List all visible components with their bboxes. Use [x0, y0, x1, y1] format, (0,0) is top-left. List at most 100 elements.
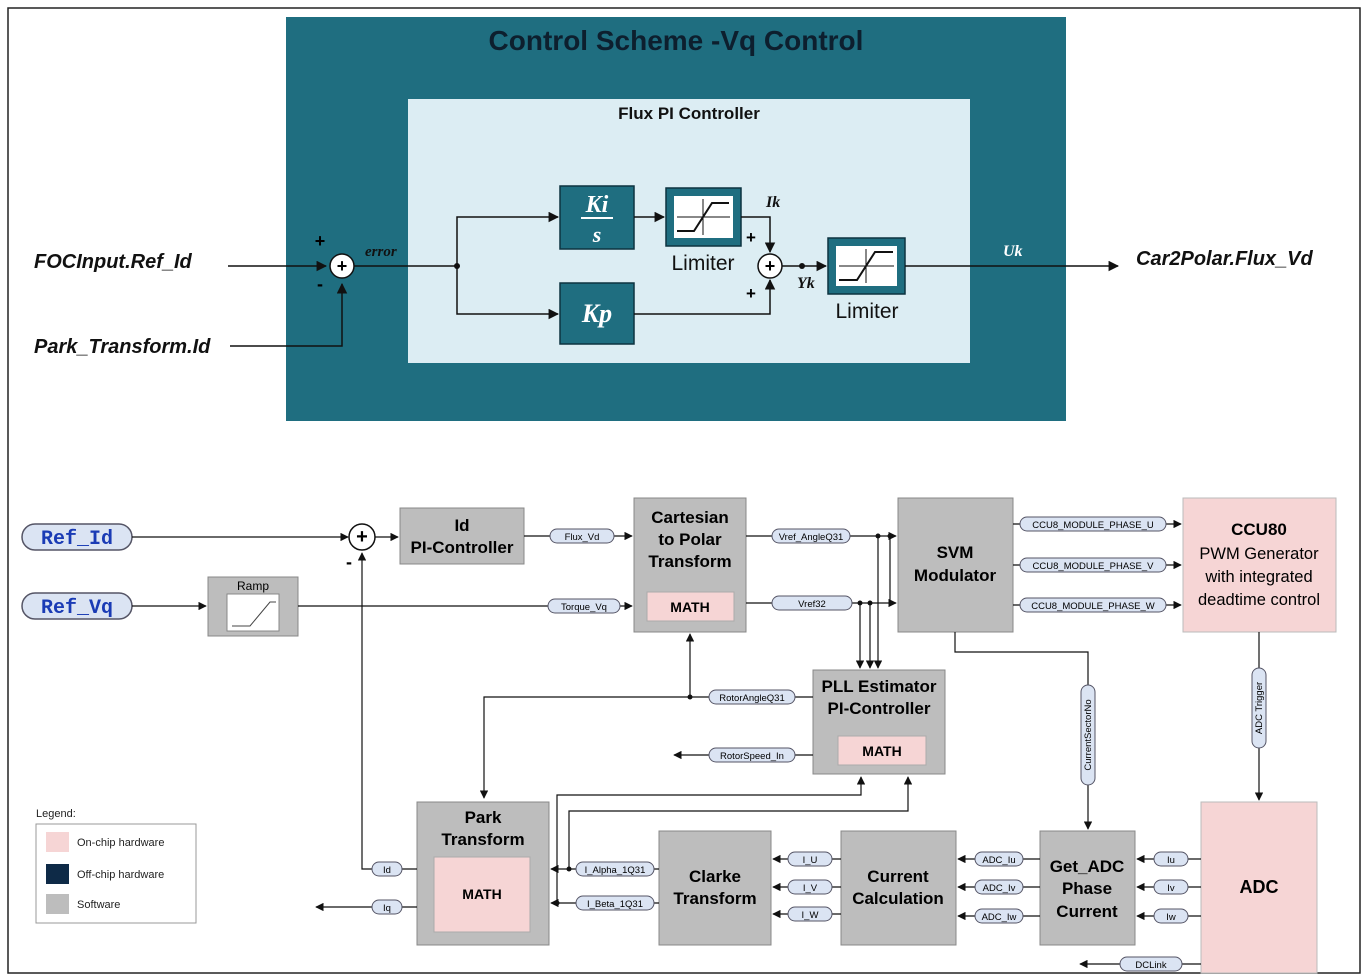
pll-math-label: MATH [862, 743, 901, 759]
wire-kp-to-sum [634, 278, 776, 315]
tag-ibeta-label: I_Beta_1Q31 [587, 899, 643, 910]
limiter-1-icon [677, 202, 729, 232]
id-pi-line2: PI-Controller [411, 538, 514, 557]
legend-title: Legend: [36, 808, 76, 820]
tag-torque-vq [547, 598, 621, 614]
park-line2: Transform [441, 830, 524, 849]
tag-ibeta [575, 895, 655, 911]
adc-block [1200, 801, 1318, 974]
wire-current-sector [954, 632, 1093, 830]
tag-iu-label: Iu [1167, 855, 1175, 866]
get-adc-line3: Current [1056, 902, 1118, 921]
tag-dclink [1119, 956, 1183, 972]
ccu80-block [1182, 497, 1337, 633]
legend-swatch-onchip [46, 832, 69, 852]
ramp-icon [232, 601, 276, 627]
current-calc-block [840, 830, 957, 946]
input-ref-label: FOCInput.Ref_Id [34, 251, 193, 273]
cart2polar-line3: Transform [648, 552, 731, 571]
wire-ialpha-to-pll [568, 776, 913, 869]
limiter-1-label: Limiter [671, 252, 734, 275]
tag-vref-angle [771, 528, 851, 544]
get-adc-block [1039, 830, 1136, 946]
wire-limiter-to-sum [741, 216, 776, 254]
limiter-2-icon [839, 251, 893, 281]
tag-dclink-label: DCLink [1135, 960, 1166, 971]
park-line1: Park [465, 808, 502, 827]
wire-ibeta-to-pll [556, 776, 866, 903]
cart2polar-math [646, 591, 735, 622]
tag-current-sector-label: CurrentSectorNo [1083, 699, 1094, 770]
tag-rotor-angle-label: RotorAngleQ31 [719, 693, 784, 704]
sum-node-id-minus: - [346, 552, 352, 572]
pll-line1: PLL Estimator [822, 677, 937, 696]
tag-flux-vd [549, 528, 615, 544]
clarke-line2: Transform [673, 889, 756, 908]
ccu80-line3: with integrated [1204, 568, 1312, 586]
tag-iw-label: Iw [1166, 912, 1176, 923]
junction-yk [799, 263, 805, 269]
ref-vq-label: Ref_Vq [41, 597, 113, 620]
tag-ialpha-label: I_Alpha_1Q31 [585, 865, 646, 876]
tag-iv [1153, 879, 1189, 895]
tag-phase-u [1019, 516, 1167, 532]
tag-phase-w-label: CCU8_MODULE_PHASE_W [1031, 601, 1155, 612]
limiter-2-label: Limiter [835, 300, 898, 323]
sum-node-1-plus-sign: + [315, 231, 326, 251]
legend-swatch-offchip [46, 864, 69, 884]
junction-ibeta [554, 900, 560, 906]
current-calc-line1: Current [867, 867, 929, 886]
tag-iq [371, 899, 403, 915]
tag-adc-trigger-label: ADC Trigger [1254, 682, 1265, 734]
tag-current-sector [1080, 684, 1096, 786]
output-label: Car2Polar.Flux_Vd [1136, 248, 1314, 270]
adc-label: ADC [1240, 877, 1279, 897]
tag-rotor-speed [708, 747, 796, 763]
kp-label: Kp [581, 299, 612, 328]
tag-adc-iu-label: ADC_Iu [982, 855, 1015, 866]
tag-vref32 [771, 595, 853, 611]
sum-node-2-plus: + [765, 256, 776, 276]
ramp-icon-bg [226, 593, 280, 632]
sum-node-1-minus-sign: - [317, 274, 323, 294]
park-math [433, 856, 531, 933]
cart2polar-line2: to Polar [658, 530, 722, 549]
wire-to-kp [456, 266, 560, 320]
tag-phase-v [1019, 557, 1167, 573]
error-label: error [365, 244, 397, 260]
input-fb-label: Park_Transform.Id [34, 336, 211, 358]
sum-2-plus-bottom: + [746, 284, 756, 303]
svm-line1: SVM [937, 543, 974, 562]
legend-swatch-software [46, 894, 69, 914]
pll-math [837, 735, 927, 766]
get-adc-line1: Get_ADC [1050, 857, 1125, 876]
id-pi-line1: Id [454, 516, 469, 535]
cart2polar-line1: Cartesian [651, 508, 728, 527]
ref-id-label: Ref_Id [41, 528, 113, 551]
tag-phase-v-label: CCU8_MODULE_PHASE_V [1033, 561, 1155, 572]
ccu80-line1: CCU80 [1231, 520, 1287, 539]
cart2polar-math-label: MATH [670, 599, 709, 615]
tag-adc-iv-label: ADC_Iv [983, 883, 1016, 894]
ccu80-line4: deadtime control [1198, 591, 1320, 609]
tag-id-label: Id [383, 865, 391, 876]
sum-node-id-plus: + [356, 526, 368, 548]
current-calc-line2: Calculation [852, 889, 944, 908]
tag-iv-label: Iv [1167, 883, 1175, 894]
flux-pi-title: Flux PI Controller [618, 104, 760, 123]
sum-node-1-plus: + [337, 256, 348, 276]
park-math-label: MATH [462, 886, 501, 902]
ki-denominator: s [592, 222, 602, 247]
tag-iu [1153, 851, 1189, 867]
ramp-label: Ramp [237, 579, 269, 593]
wire-fb-in [230, 282, 348, 347]
ik-label: Ik [765, 194, 780, 211]
tag-adc-iv [974, 879, 1024, 895]
legend-onchip: On-chip hardware [77, 837, 164, 849]
tag-phase-w [1019, 597, 1167, 613]
tag-i-w [787, 906, 833, 922]
tag-adc-iw-label: ADC_Iw [982, 912, 1017, 923]
tag-phase-u-label: CCU8_MODULE_PHASE_U [1032, 520, 1154, 531]
control-scheme-title: Control Scheme -Vq Control [489, 25, 864, 56]
tag-adc-iu [974, 851, 1024, 867]
